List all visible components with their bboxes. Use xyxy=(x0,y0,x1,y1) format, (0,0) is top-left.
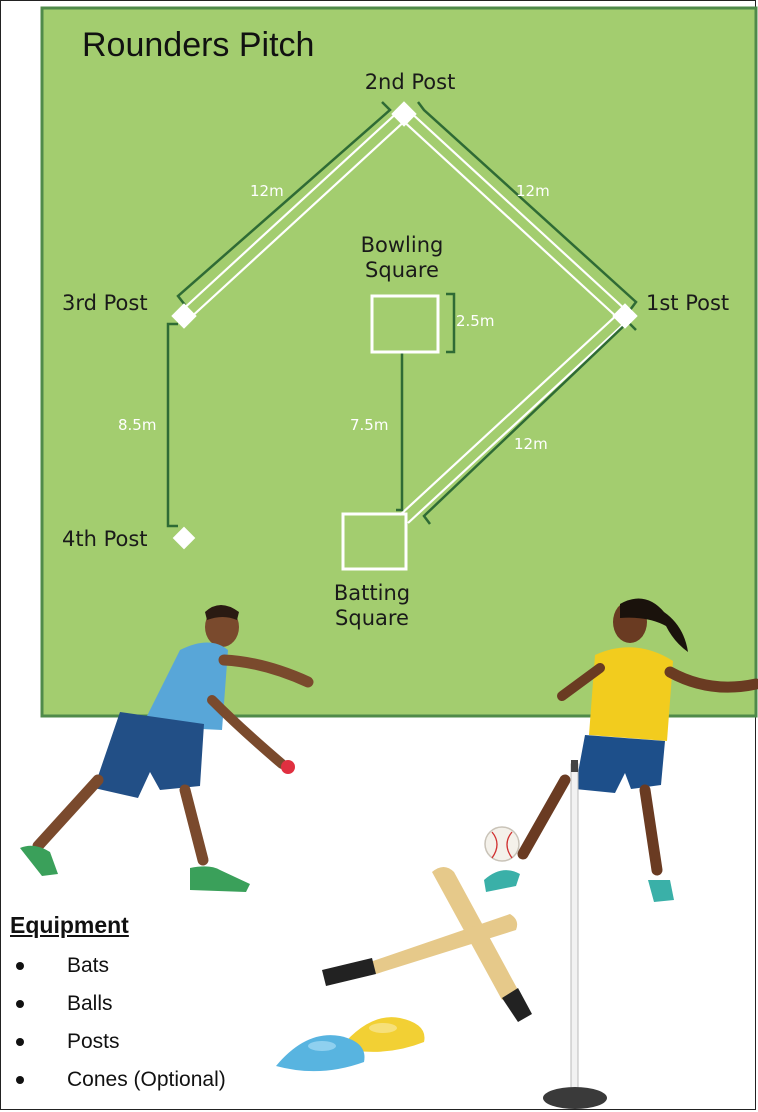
equipment-list: Bats Balls Posts Cones (Optional) xyxy=(10,948,226,1100)
batting-square-label-line2: Square xyxy=(335,606,409,630)
bullet-icon xyxy=(16,962,24,970)
distance-first-batting: 12m xyxy=(514,435,548,453)
distance-fourth-third: 8.5m xyxy=(118,416,156,434)
distance-batting-bowling: 7.5m xyxy=(350,416,388,434)
list-item: Cones (Optional) xyxy=(10,1062,226,1100)
equipment-item-label: Balls xyxy=(67,992,113,1015)
bullet-icon xyxy=(16,1000,24,1008)
equipment-item-label: Cones (Optional) xyxy=(67,1068,226,1091)
bullet-icon xyxy=(16,1076,24,1084)
second-post-label: 2nd Post xyxy=(365,70,456,94)
bowling-square-label-line1: Bowling xyxy=(361,233,444,257)
distance-second-first: 12m xyxy=(516,182,550,200)
list-item: Balls xyxy=(10,986,226,1024)
bowling-square-label-line2: Square xyxy=(365,258,439,282)
first-post-label: 1st Post xyxy=(646,291,729,315)
equipment-heading: Equipment xyxy=(10,912,129,939)
third-post-label: 3rd Post xyxy=(62,291,148,315)
fourth-post-label: 4th Post xyxy=(62,527,148,551)
bats-illustration xyxy=(322,867,532,1022)
equipment-item-label: Posts xyxy=(67,1030,120,1053)
bullet-icon xyxy=(16,1038,24,1046)
page-title: Rounders Pitch xyxy=(82,26,314,65)
list-item: Posts xyxy=(10,1024,226,1062)
cones-illustration xyxy=(276,1017,425,1071)
bowling-square-size: 2.5m xyxy=(456,312,494,330)
list-item: Bats xyxy=(10,948,226,986)
distance-third-second: 12m xyxy=(250,182,284,200)
batting-square-label-line1: Batting xyxy=(334,581,410,605)
equipment-item-label: Bats xyxy=(67,954,109,977)
